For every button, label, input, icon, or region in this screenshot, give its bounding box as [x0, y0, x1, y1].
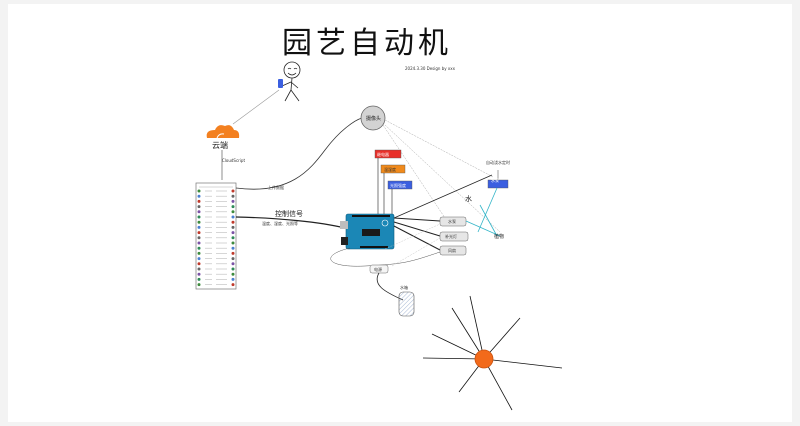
- edge-arduino-box1: [393, 217, 441, 222]
- edge-arduino-box3: [393, 225, 441, 251]
- subtitle: 2024.3.30 Design by xxx: [405, 66, 455, 71]
- board-pin: [197, 272, 201, 276]
- edge-phone-cloud: [232, 89, 280, 125]
- board-pin: [231, 246, 235, 250]
- board-pin: [231, 210, 235, 214]
- edge-arduino-rightnote: [393, 174, 493, 219]
- board-pin: [231, 283, 235, 287]
- board-pin: [231, 272, 235, 276]
- relay-label: 继电器: [377, 152, 389, 157]
- board-pin: [231, 236, 235, 240]
- edge-loop: [330, 247, 441, 267]
- edge-label-control: 控制信号: [275, 210, 303, 218]
- temp-label: 温湿度: [384, 167, 396, 172]
- cloud-icon: [206, 125, 240, 139]
- sun-icon: [422, 295, 563, 411]
- page-title: 园艺自动机: [282, 26, 452, 61]
- cloud-script-label: CloudScript: [222, 158, 246, 163]
- water-tank: [398, 291, 415, 317]
- module-board: [195, 182, 237, 290]
- board-pin: [197, 283, 201, 287]
- edge-board-sensor: [235, 117, 363, 190]
- light-module: [387, 180, 413, 190]
- edge-power-tank: [376, 272, 404, 301]
- output-pump-label: 水泵: [448, 219, 456, 224]
- board-pin: [197, 225, 201, 229]
- tank-label: 水箱: [400, 285, 408, 290]
- stick-figure: [281, 61, 301, 102]
- board-pin: [197, 257, 201, 261]
- board-pin: [197, 220, 201, 224]
- board-pin: [231, 189, 235, 193]
- board-pin: [231, 251, 235, 255]
- board-pin: [231, 267, 235, 271]
- water-label: 水: [465, 195, 472, 203]
- board-pin: [197, 215, 201, 219]
- board-pin: [231, 257, 235, 261]
- cloud-label: 云端: [212, 141, 228, 150]
- board-pin: [231, 215, 235, 219]
- board-pin: [231, 194, 235, 198]
- board-pins-right: [216, 189, 235, 287]
- board-pin: [231, 262, 235, 266]
- board-pin: [231, 231, 235, 235]
- board-pin: [197, 194, 201, 198]
- edge-dash-2: [391, 237, 441, 267]
- plant-label: 植物: [494, 234, 505, 240]
- water-line-2: [477, 187, 498, 233]
- light-label: 光照强度: [390, 183, 406, 188]
- board-pin: [231, 277, 235, 281]
- edge-sensor-box1: [382, 124, 446, 219]
- output-box-fan: [439, 245, 467, 256]
- board-pin: [197, 277, 201, 281]
- board-pin: [197, 246, 201, 250]
- sensor-node: [360, 105, 386, 131]
- board-sheet: [8, 4, 792, 422]
- board-pin: [197, 189, 201, 193]
- auto-water-note: 自动浇水定时: [486, 160, 510, 165]
- edge-sensor-rightnote: [384, 119, 494, 178]
- board-pin: [197, 210, 201, 214]
- relay-module: [374, 149, 402, 159]
- edge-sensor-plant: [384, 124, 501, 233]
- output-light-label: 补光灯: [445, 234, 457, 239]
- power-label: 电源: [374, 267, 382, 272]
- board-pin: [231, 241, 235, 245]
- edge-label-upload: 上传数据: [268, 185, 284, 190]
- water-line-1: [465, 220, 501, 237]
- edge-dash-1: [384, 223, 441, 250]
- edge-label-control-sub: 温度、湿度、光照等: [262, 221, 298, 226]
- board-pin: [197, 199, 201, 203]
- board-pin: [197, 251, 201, 255]
- water-line-3: [479, 204, 498, 237]
- output-fan-label: 风扇: [448, 248, 456, 253]
- board-pin: [231, 205, 235, 209]
- board-pin: [231, 199, 235, 203]
- board-pin: [197, 231, 201, 235]
- arduino-board: [340, 213, 395, 250]
- board-pin: [197, 205, 201, 209]
- board-pin: [197, 241, 201, 245]
- output-box-pump: [439, 216, 467, 227]
- board-pin: [197, 267, 201, 271]
- board-pins-left: [197, 189, 212, 287]
- edge-board-arduino: [235, 216, 346, 229]
- board-pin: [197, 236, 201, 240]
- output-box-light: [439, 231, 469, 242]
- sensor-label: 摄像头: [366, 116, 382, 122]
- board-pin: [197, 262, 201, 266]
- phone-icon: [278, 79, 283, 88]
- pump-module-label: 水泵: [491, 178, 499, 183]
- temp-humidity-module: [380, 164, 406, 174]
- board-pin: [231, 220, 235, 224]
- board-pin: [231, 225, 235, 229]
- edge-arduino-box2: [393, 221, 441, 237]
